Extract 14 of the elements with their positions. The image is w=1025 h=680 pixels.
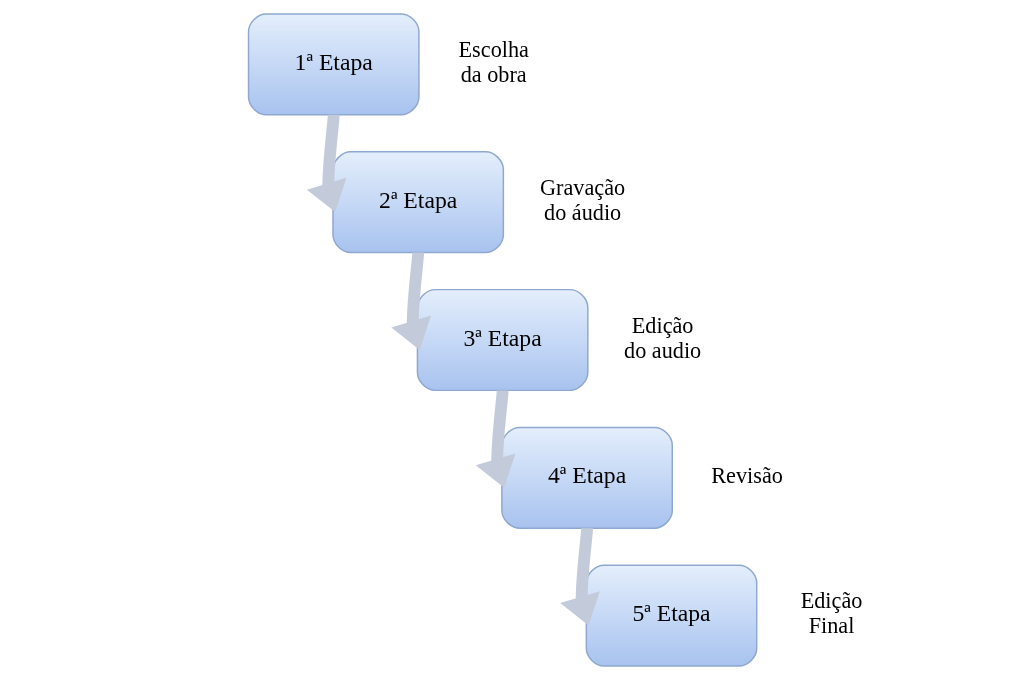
arrow [306, 114, 347, 213]
node-label: Edição do audio [623, 312, 701, 363]
node-box: 5ª Etapa [585, 564, 757, 667]
arrow [475, 390, 515, 488]
node-box: 2ª Etapa [331, 151, 504, 254]
node-label: Revisão [710, 462, 783, 488]
arrow [559, 527, 600, 626]
node-label: Escolha da obra [458, 37, 529, 88]
node-box: 1ª Etapa [247, 13, 420, 116]
node-label: Gravação do áudio [539, 174, 625, 225]
node-label: Edição Final [800, 588, 862, 639]
node-box: 4ª Etapa [500, 426, 673, 529]
arrow [390, 252, 431, 350]
node-box: 3ª Etapa [416, 288, 589, 392]
